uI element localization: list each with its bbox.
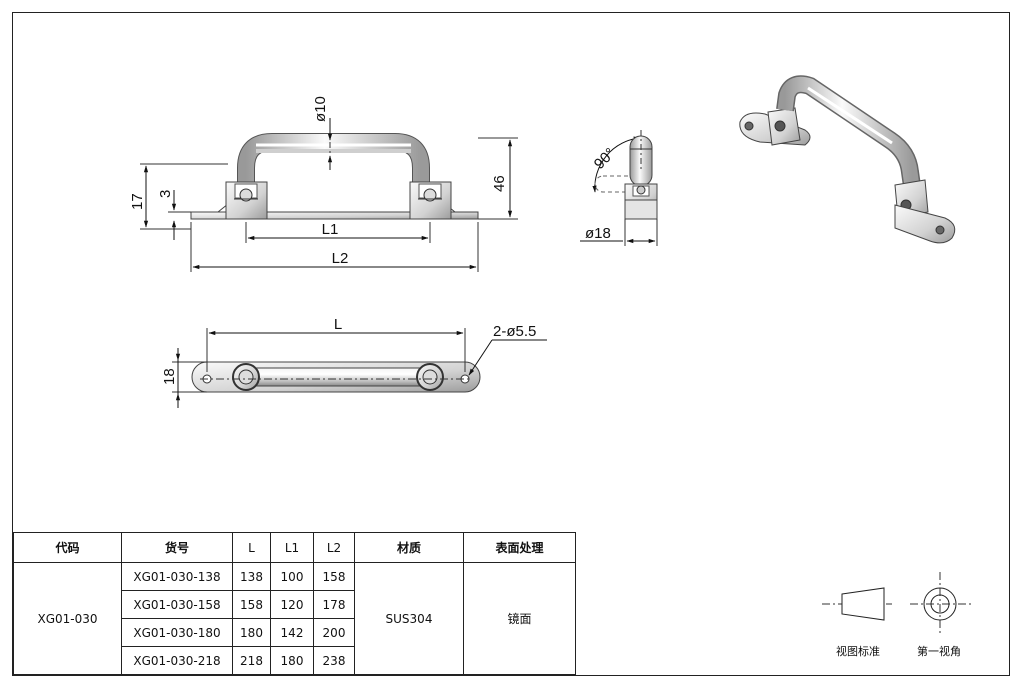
- L1-cell: 142: [270, 618, 314, 647]
- dim-mount-holes: 2-ø5.5: [493, 323, 536, 340]
- L-cell: 218: [232, 646, 271, 675]
- L-cell: 138: [232, 562, 271, 591]
- side-view: 90° ø18: [580, 130, 658, 246]
- table-row: XG01-030-218 218 180 238: [14, 646, 576, 675]
- table-header-row: 代码 货号 L L1 L2 材质 表面处理: [13, 532, 576, 563]
- L2-cell: 238: [313, 646, 355, 675]
- L2-cell: 158: [313, 562, 355, 591]
- table-row: XG01-030 XG01-030-138 138 100 158 SUS304…: [13, 562, 576, 675]
- material-cell: SUS304: [354, 562, 464, 675]
- header-L1: L1: [270, 532, 314, 563]
- spec-table: 代码 货号 L L1 L2 材质 表面处理 XG01-030 XG01-030-…: [13, 532, 576, 675]
- dim-L2: L2: [332, 250, 349, 267]
- L2-cell: 178: [313, 590, 355, 619]
- dim-tube-diameter: ø10: [312, 96, 329, 122]
- part-cell: XG01-030-158: [121, 590, 233, 619]
- first-angle-label: 第一视角: [917, 645, 961, 658]
- dim-L: L: [334, 316, 342, 333]
- table-row: XG01-030-180 180 142 200: [14, 618, 576, 647]
- header-finish: 表面处理: [463, 532, 576, 563]
- dim-block-diameter: ø18: [585, 225, 611, 242]
- code-cell: XG01-030: [13, 562, 122, 675]
- L-cell: 180: [232, 618, 271, 647]
- header-L: L: [232, 532, 271, 563]
- projection-symbol: [822, 572, 972, 636]
- table-row: XG01-030-158 158 120 178: [14, 590, 576, 619]
- top-view: L 2-ø5.5 18: [161, 316, 547, 408]
- part-cell: XG01-030-138: [121, 562, 233, 591]
- L1-cell: 120: [270, 590, 314, 619]
- front-view: ø10 46 17 3 L1 L2: [129, 96, 518, 272]
- top-handle-tube: [245, 367, 431, 387]
- header-L2: L2: [313, 532, 355, 563]
- L1-cell: 100: [270, 562, 314, 591]
- dim-rotation-angle: 90°: [591, 145, 619, 173]
- part-cell: XG01-030-218: [121, 646, 233, 675]
- front-base-plate: [190, 211, 479, 220]
- dim-total-height: 46: [491, 175, 508, 192]
- dim-height-17: 17: [129, 193, 146, 210]
- dim-L1: L1: [322, 221, 339, 238]
- dim-height-3: 3: [157, 190, 174, 198]
- header-code: 代码: [13, 532, 122, 563]
- L1-cell: 180: [270, 646, 314, 675]
- L2-cell: 200: [313, 618, 355, 647]
- header-material: 材质: [354, 532, 464, 563]
- finish-cell: 镜面: [463, 562, 576, 675]
- drawing-frame: [12, 12, 1010, 676]
- L-cell: 158: [232, 590, 271, 619]
- view-standard-label: 视图标准: [836, 645, 880, 658]
- part-cell: XG01-030-180: [121, 618, 233, 647]
- isometric-view: [739, 75, 956, 244]
- header-part-number: 货号: [121, 532, 233, 563]
- dim-plate-width: 18: [161, 368, 178, 385]
